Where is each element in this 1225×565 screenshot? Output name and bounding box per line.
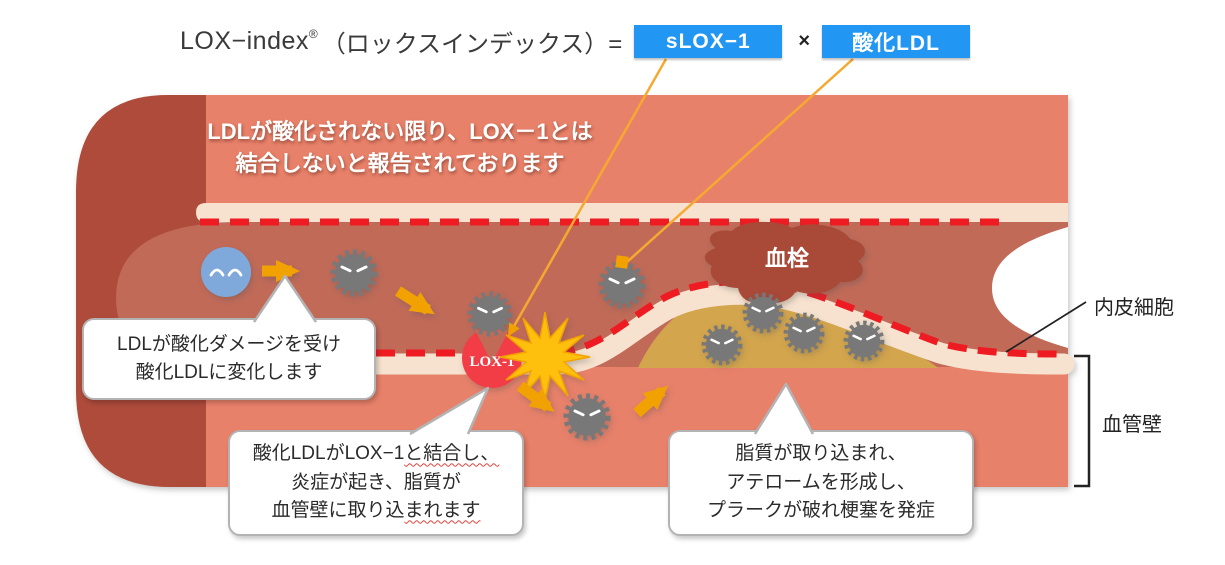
vessel-wall-label: 血管壁 (1102, 414, 1162, 436)
vessel-statement: LDLが酸化されない限り、LOX－1とは 結合しないと報告されております (188, 116, 612, 180)
brand-reading: （ロックスインデックス）= (321, 31, 623, 58)
callout-pointer (252, 274, 318, 323)
callout-line: 酸化LDLに変化します (135, 362, 323, 383)
factor-box-oxldl: 酸化LDL (822, 25, 970, 58)
vessel-wall-bracket (1074, 354, 1091, 488)
top-endothelium (196, 203, 1068, 222)
ldl-eye-left (209, 268, 225, 277)
ldl-particle (201, 247, 251, 297)
formula-connectors (507, 58, 854, 337)
connector-oxldl-endpoint (615, 255, 629, 269)
oxldl-icon (603, 266, 640, 303)
callout-binding: 酸化LDLがLOX−1と結合し、 炎症が起き、脂質が 血管壁に取り込まれます (228, 386, 524, 536)
endothelium-label: 内皮細胞 (1094, 297, 1174, 319)
vessel-top-wall (206, 95, 1068, 207)
thrombus-blob (704, 221, 865, 303)
callout-line: 血管壁に取り込まれます (271, 500, 481, 522)
callout-line: プラークが破れ梗塞を発症 (706, 500, 935, 522)
arrow-into-wall (516, 381, 555, 412)
callout-atheroma: 脂質が取り込まれ、 アテロームを形成し、 プラークが破れ梗塞を発症 (668, 382, 974, 536)
arrow-into-plaque (633, 385, 669, 418)
brand-name: LOX−index (180, 27, 309, 55)
connector-oxldl (626, 58, 854, 263)
lox1-receptor-group: LOX-1 (462, 296, 591, 403)
thrombus-label: 血栓 (765, 246, 810, 271)
callout-line: 酸化LDLがLOX−1と結合し、 (252, 443, 500, 465)
statement-line1: LDLが酸化されない限り、LOX－1とは (207, 119, 593, 144)
callout-line: 脂質が取り込まれ、 (735, 443, 907, 465)
connector-slox1 (507, 58, 668, 337)
callout-line: LDLが酸化ダメージを受け (117, 333, 341, 355)
callout-oxidation: LDLが酸化ダメージを受け 酸化LDLに変化します (82, 274, 376, 400)
callout-line: 炎症が起き、脂質が (291, 471, 461, 493)
ldl-eye-right (227, 268, 243, 277)
bottom-endothelium (181, 283, 1075, 375)
lumen-cut-right (992, 227, 1068, 348)
oxldl-icon (335, 254, 372, 291)
lox1-notch (475, 330, 509, 363)
formula-title: LOX−index® （ロックスインデックス）= sLOX−1 × 酸化LDL (180, 24, 970, 59)
callout-pointer (753, 382, 815, 435)
statement-line2: 結合しないと報告されております (235, 150, 565, 176)
endothelium-pointer-line (1005, 301, 1087, 353)
oxldl-icon (747, 297, 779, 329)
thrombus: 血栓 (704, 221, 865, 303)
ldl-ball (201, 247, 251, 297)
factor-box-slox1: sLOX−1 (634, 25, 783, 58)
oxldl-icon (568, 398, 605, 435)
annotation-strokes (1005, 301, 1091, 488)
oxldl-icon (848, 325, 880, 357)
process-arrows (262, 260, 669, 418)
arrow-oxldl-to-lox1 (395, 286, 435, 315)
callout-line: アテロームを形成し、 (726, 471, 916, 493)
oxldl-icon (706, 329, 738, 361)
registered-mark: ® (308, 26, 318, 41)
callout-pointer (409, 386, 490, 436)
oxldl-icon (472, 296, 508, 332)
oxldl-icon (788, 317, 820, 349)
inflammation-starburst-icon (499, 311, 591, 403)
multiply-sign: × (798, 30, 810, 52)
